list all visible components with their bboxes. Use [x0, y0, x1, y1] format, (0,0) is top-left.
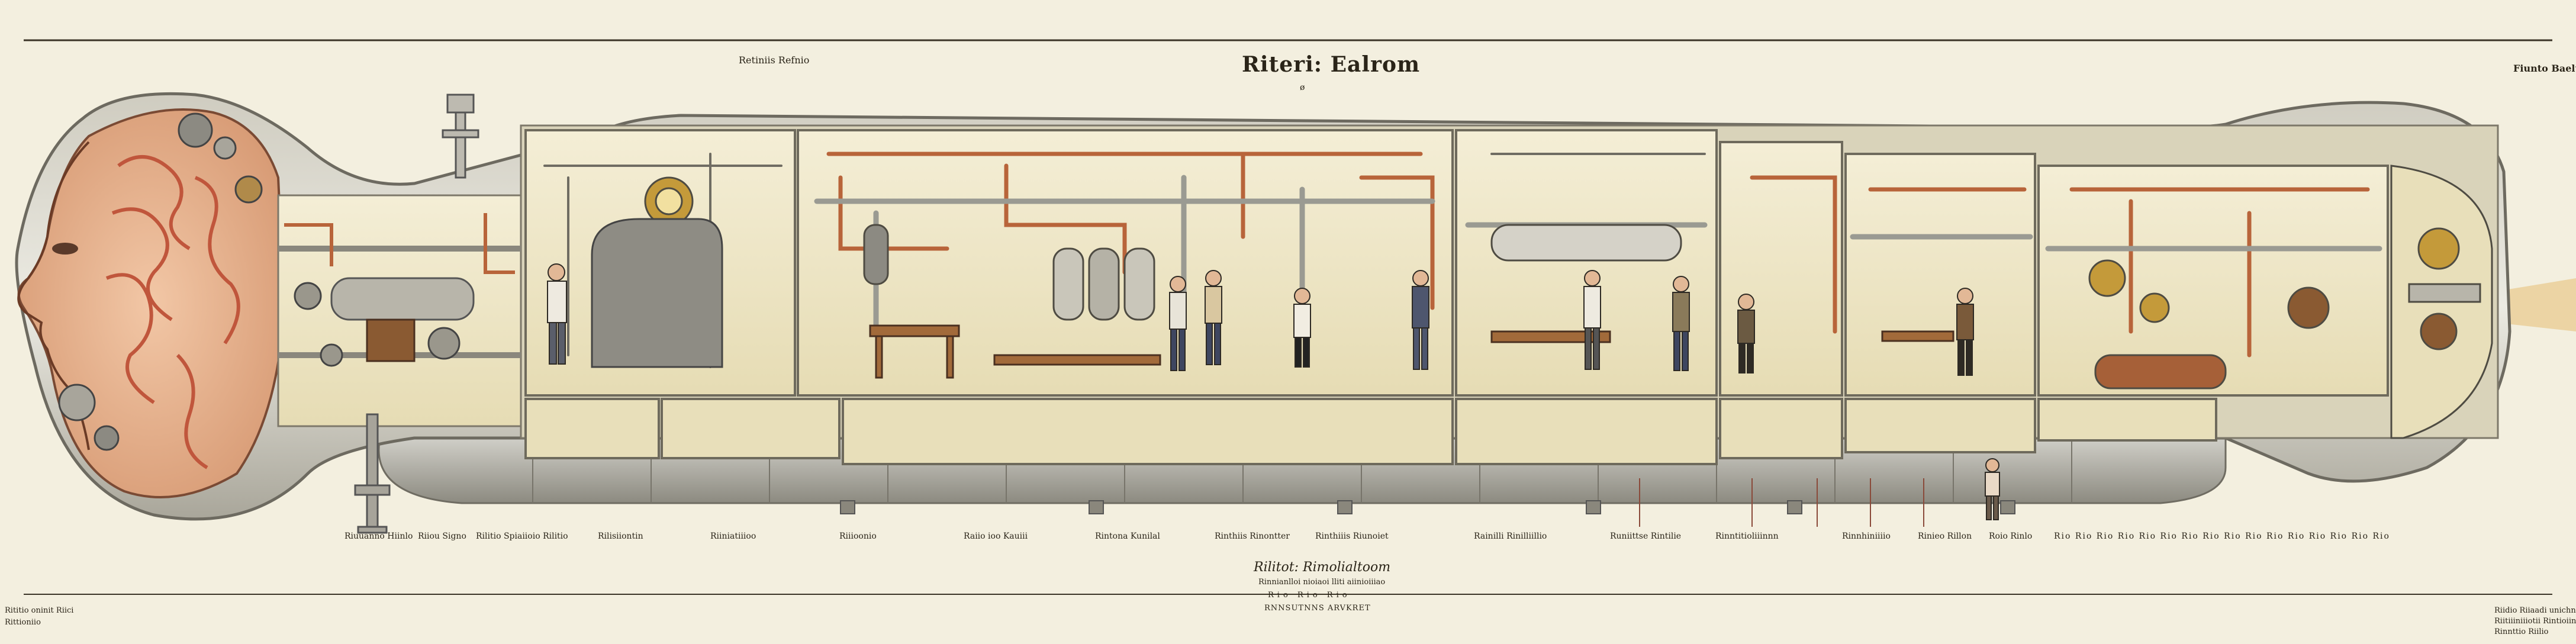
part-label: Rainilli Rinilliillio: [1474, 532, 1547, 541]
head-section: [17, 108, 286, 498]
lower-compartments: [524, 398, 2217, 465]
workbenches: [869, 324, 1954, 379]
poster-title: Riteri: Ealrom: [1242, 52, 1421, 77]
part-label: Rinntitioliiinnn: [1715, 532, 1779, 541]
part-label: Riuuanno Hiinlo: [344, 532, 413, 541]
tail-section: [2390, 165, 2493, 439]
center-subcaption-2: Rio Rio Rio: [1268, 591, 1351, 600]
part-label: Riiioonio: [839, 532, 877, 541]
part-label: Rilitio Spiaiioio Rilitio: [476, 532, 568, 541]
title-subscript: ø: [1300, 83, 1305, 92]
part-label: Rinthiis Rinontter: [1215, 532, 1290, 541]
footer-left-line: Rititio oninit Riici: [5, 606, 74, 615]
footer-left-line: Rittioniio: [5, 618, 41, 627]
part-label: Runiittse Rintilie: [1610, 532, 1682, 541]
center-footer: RNNSUTNNS ARVKRET: [1264, 604, 1371, 613]
part-label: Rinthiiis Riunoiet: [1315, 532, 1389, 541]
keel-fittings: [840, 500, 2015, 514]
part-label: Roio Rinlo: [1989, 532, 2033, 541]
boiler: [591, 218, 723, 368]
part-label: Raiio ioo Kauiii: [964, 532, 1028, 541]
footer-right-line: Riidio Riiaadi unichnt Ritsh: [2494, 606, 2576, 615]
footer-right-line: Riitiiiniiiotii Rintioiinio: [2494, 617, 2576, 626]
part-label-row: Rio Rio Rio Rio Rio Rio Rio Rio Rio Rio …: [2054, 532, 2390, 541]
leader-lines: [1639, 478, 1924, 527]
center-caption: Rilitot: Rimolialtoom: [1254, 560, 1391, 575]
top-right-caption: Fiunto Baelu: [2513, 63, 2576, 74]
neck-section: [277, 194, 522, 427]
neck-mast: [442, 94, 479, 179]
workers: [547, 263, 2000, 520]
center-subcaption: Rinnianlloi nioiaoi lliti aiinioiiiao: [1258, 578, 1386, 587]
part-label: Riiou Signo: [418, 532, 466, 541]
footer-right-line: Rinnttio Riilio: [2494, 627, 2549, 636]
part-label: Rilisiiontin: [598, 532, 643, 541]
top-left-caption: Retiniis Refnio: [739, 54, 810, 66]
part-label: Rinieo Rillon: [1918, 532, 1972, 541]
part-label: Rinnhiniiiio: [1842, 532, 1891, 541]
part-label: Riiniatiiioo: [710, 532, 756, 541]
part-label: Rintona Kunilal: [1095, 532, 1160, 541]
tanks: [644, 176, 2330, 389]
